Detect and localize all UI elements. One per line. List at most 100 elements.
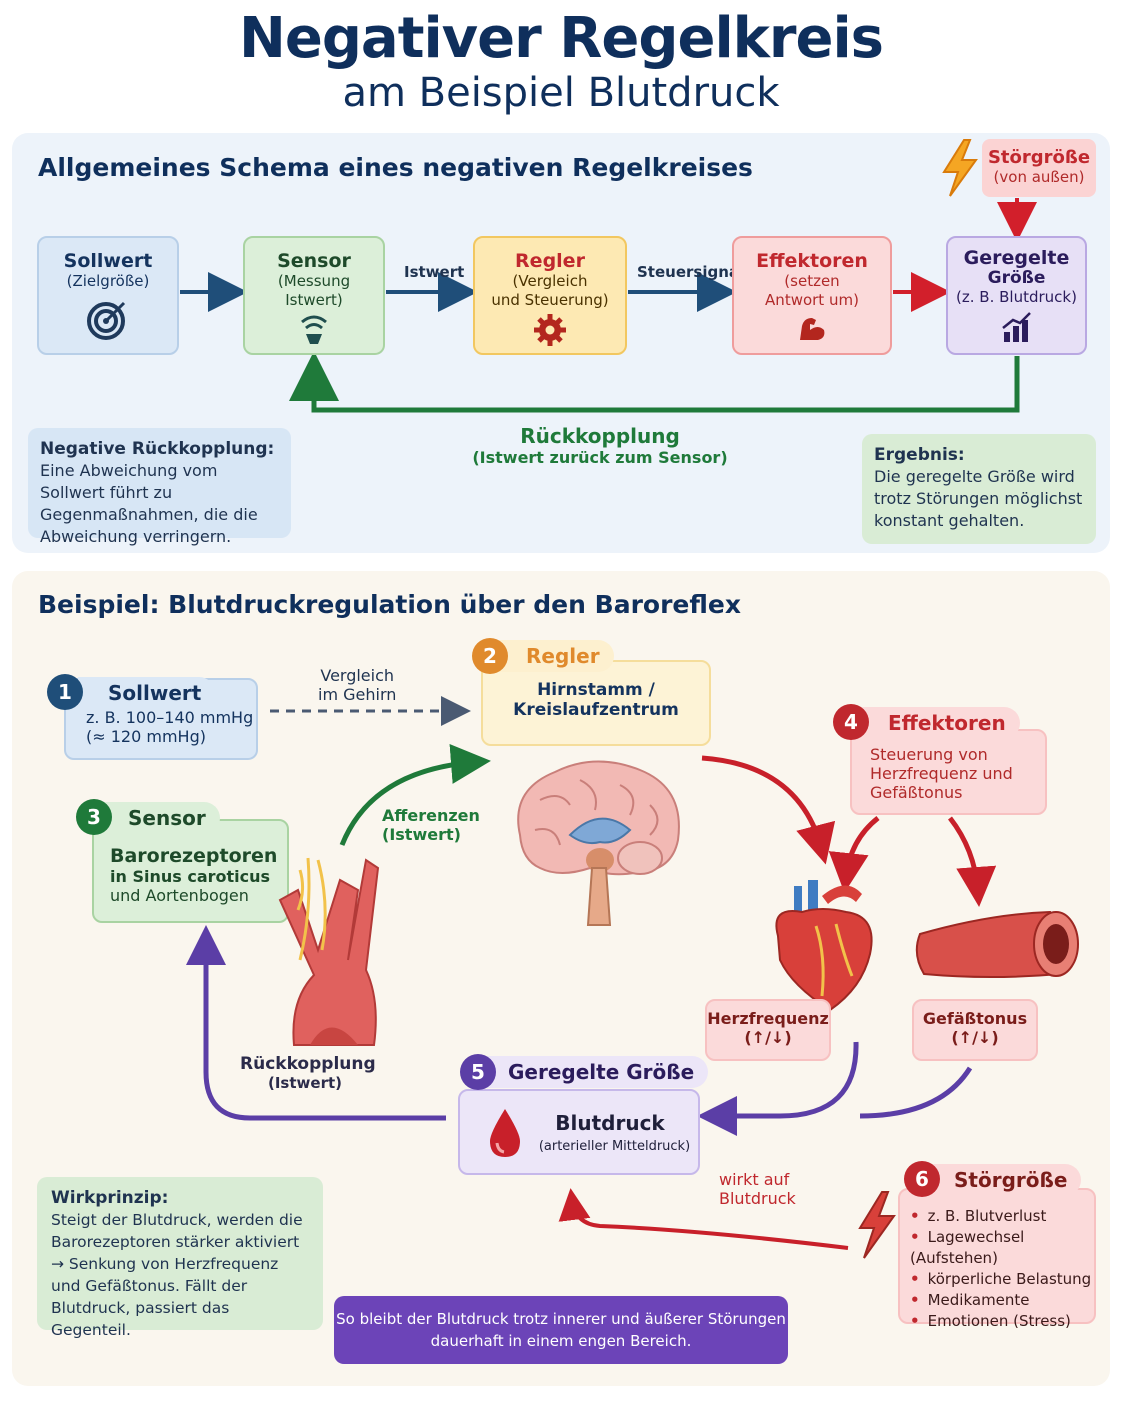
scheme-geregelte-title2: Größe (987, 268, 1046, 288)
scheme-effektoren-box: Effektoren (setzen Antwort um) (732, 236, 892, 355)
stoerung-item: Emotionen (Stress) (910, 1311, 1094, 1332)
feedback-line (289, 351, 1020, 413)
wirkprinzip-title: Wirkprinzip: (51, 1188, 169, 1208)
scheme-stoerung-title: Störgröße (987, 147, 1091, 168)
note-negative-text: Eine Abweichung vom Sollwert führt zu Ge… (40, 461, 258, 546)
herzfrequenz-title: Herzfrequenz (707, 1009, 829, 1028)
general-scheme-arrows (180, 198, 1037, 413)
example-sollwert-tab: Sollwert (78, 677, 216, 709)
scheme-sensor-title: Sensor (277, 250, 351, 272)
page-subtitle: am Beispiel Blutdruck (342, 70, 780, 116)
label-afferenzen-line2: (Istwert) (382, 825, 461, 844)
badge-4: 4 (833, 704, 869, 740)
label-rueckkopplung-line2: (Istwert) (268, 1074, 342, 1092)
scheme-sollwert-sub: (Zielgröße) (66, 272, 150, 290)
label-wirkt-line2: Blutdruck (719, 1189, 796, 1208)
label-vergleich-line2: im Gehirn (318, 685, 397, 704)
chart-up-icon (1001, 312, 1031, 342)
label-steuersignal: Steuersignal (637, 263, 745, 281)
arrow-stoerung-blutdruck (558, 1188, 849, 1250)
example-stoerung-box: z. B. Blutverlust Lagewechsel (Aufstehen… (898, 1188, 1096, 1330)
scheme-sensor-sub1: (Messung (277, 272, 351, 290)
fazit-line2: dauerhaft in einem engen Bereich. (430, 1332, 692, 1350)
stoerung-item: Medikamente (910, 1290, 1094, 1311)
example-effektoren-tab: Effektoren (858, 707, 1020, 739)
gefaesstonus-box: Gefäßtonus (↑/↓) (912, 999, 1038, 1061)
scheme-geregelte-box: Geregelte Größe (z. B. Blutdruck) (946, 236, 1087, 355)
arrow-afferenzen (339, 743, 491, 846)
note-negative-title: Negative Rückkopplung: (40, 439, 275, 459)
target-icon (87, 301, 126, 340)
scheme-effektoren-title: Effektoren (756, 250, 868, 272)
example-regler-box: Hirnstamm / Kreislaufzentrum (481, 660, 711, 746)
label-rueckkopplung: Rückkopplung (Istwert) (240, 1054, 376, 1092)
label-vergleich-line1: Vergleich (320, 666, 395, 685)
scheme-stoerung-sub: (von außen) (993, 168, 1085, 186)
fazit-line1: So bleibt der Blutdruck trotz innerer un… (336, 1310, 786, 1328)
feedback-label: Rückkopplung (Istwert zurück zum Sensor) (440, 424, 760, 467)
wirkprinzip-text: Steigt der Blutdruck, werden die Barorez… (51, 1211, 303, 1339)
example-sensor-line1: Barorezeptoren (110, 845, 278, 867)
feedback-title: Rückkopplung (520, 424, 680, 448)
example-effektoren-box: Steuerung von Herzfrequenz und Gefäßtonu… (850, 729, 1047, 815)
example-effektoren-line2: Herzfrequenz und (870, 764, 1013, 783)
note-wirkprinzip: Wirkprinzip: Steigt der Blutdruck, werde… (37, 1177, 323, 1339)
feedback-sub: (Istwert zurück zum Sensor) (472, 448, 728, 467)
example-sollwert-line1: z. B. 100–140 mmHg (86, 708, 254, 727)
lightning-icon (942, 139, 978, 197)
vessel-illustration (915, 910, 1079, 978)
note-ergebnis-title: Ergebnis: (874, 445, 965, 465)
gear-icon (534, 314, 566, 346)
arrow-gefaess-blutdruck (859, 1066, 973, 1119)
example-sensor-line3: und Aortenbogen (110, 886, 249, 905)
example-regler-line1: Hirnstamm / (537, 680, 655, 700)
badge-5: 5 (460, 1054, 496, 1090)
brain-illustration (517, 760, 680, 926)
note-ergebnis-text: Die geregelte Größe wird trotz Störungen… (874, 467, 1083, 530)
stoerung-item: Lagewechsel (Aufstehen) (910, 1227, 1094, 1269)
label-afferenzen-line1: Afferenzen (382, 806, 480, 825)
gefaesstonus-sub: (↑/↓) (951, 1028, 999, 1047)
label-wirkt: wirkt auf Blutdruck (719, 1170, 796, 1208)
muscle-icon (800, 318, 825, 340)
example-geregelte-box: Blutdruck (arterieller Mitteldruck) (458, 1089, 700, 1175)
label-istwert: Istwert (404, 263, 465, 281)
badge-2: 2 (472, 638, 508, 674)
example-geregelte-tab: Geregelte Größe (478, 1056, 709, 1088)
scheme-sensor-box: Sensor (Messung Istwert) (243, 236, 385, 355)
herzfrequenz-box: Herzfrequenz (↑/↓) (705, 999, 831, 1061)
example-regler-tab: Regler (496, 640, 614, 672)
scheme-geregelte-sub: (z. B. Blutdruck) (956, 288, 1077, 306)
scheme-geregelte-title1: Geregelte (963, 247, 1070, 269)
fazit-banner: So bleibt der Blutdruck trotz innerer un… (334, 1296, 788, 1364)
scheme-regler-sub2: und Steuerung) (491, 291, 609, 309)
label-rueckkopplung-line1: Rückkopplung (240, 1054, 376, 1074)
carotid-illustration (278, 857, 380, 1046)
arrow-effektoren-gefaess (948, 816, 997, 907)
example-title: Beispiel: Blutdruckregulation über den B… (38, 590, 741, 619)
label-vergleich: Vergleich im Gehirn (318, 666, 396, 704)
herzfrequenz-sub: (↑/↓) (744, 1028, 792, 1047)
example-sollwert-line2: (≈ 120 mmHg) (86, 727, 206, 746)
lightning-icon (858, 1191, 896, 1259)
stoerung-item: körperliche Belastung (910, 1269, 1094, 1290)
general-scheme-title: Allgemeines Schema eines negativen Regel… (38, 153, 753, 182)
arrow-effektoren-herz (828, 816, 880, 893)
example-sensor-line2: in Sinus caroticus (110, 867, 271, 886)
scheme-effektoren-sub2: Antwort um) (765, 291, 859, 309)
scheme-regler-box: Regler (Vergleich und Steuerung) (473, 236, 627, 355)
stoerung-list: z. B. Blutverlust Lagewechsel (Aufstehen… (910, 1206, 1094, 1332)
example-sensor-box: Barorezeptoren in Sinus caroticus und Ao… (92, 819, 289, 923)
scheme-sollwert-title: Sollwert (63, 250, 153, 272)
example-effektoren-line1: Steuerung von (870, 745, 988, 764)
gefaesstonus-title: Gefäßtonus (922, 1009, 1028, 1028)
arrow-herz-blutdruck (697, 1041, 859, 1136)
example-effektoren-line3: Gefäßtonus (870, 783, 963, 802)
example-sensor-tab: Sensor (98, 802, 220, 834)
arrow-rueckkopplung (186, 925, 446, 1121)
badge-1: 1 (47, 674, 83, 710)
label-wirkt-line1: wirkt auf (719, 1170, 790, 1189)
example-stoerung-tab: Störgröße (924, 1164, 1082, 1196)
note-ergebnis: Ergebnis: Die geregelte Größe wird trotz… (862, 434, 1096, 544)
blood-drop-icon (490, 1109, 520, 1157)
